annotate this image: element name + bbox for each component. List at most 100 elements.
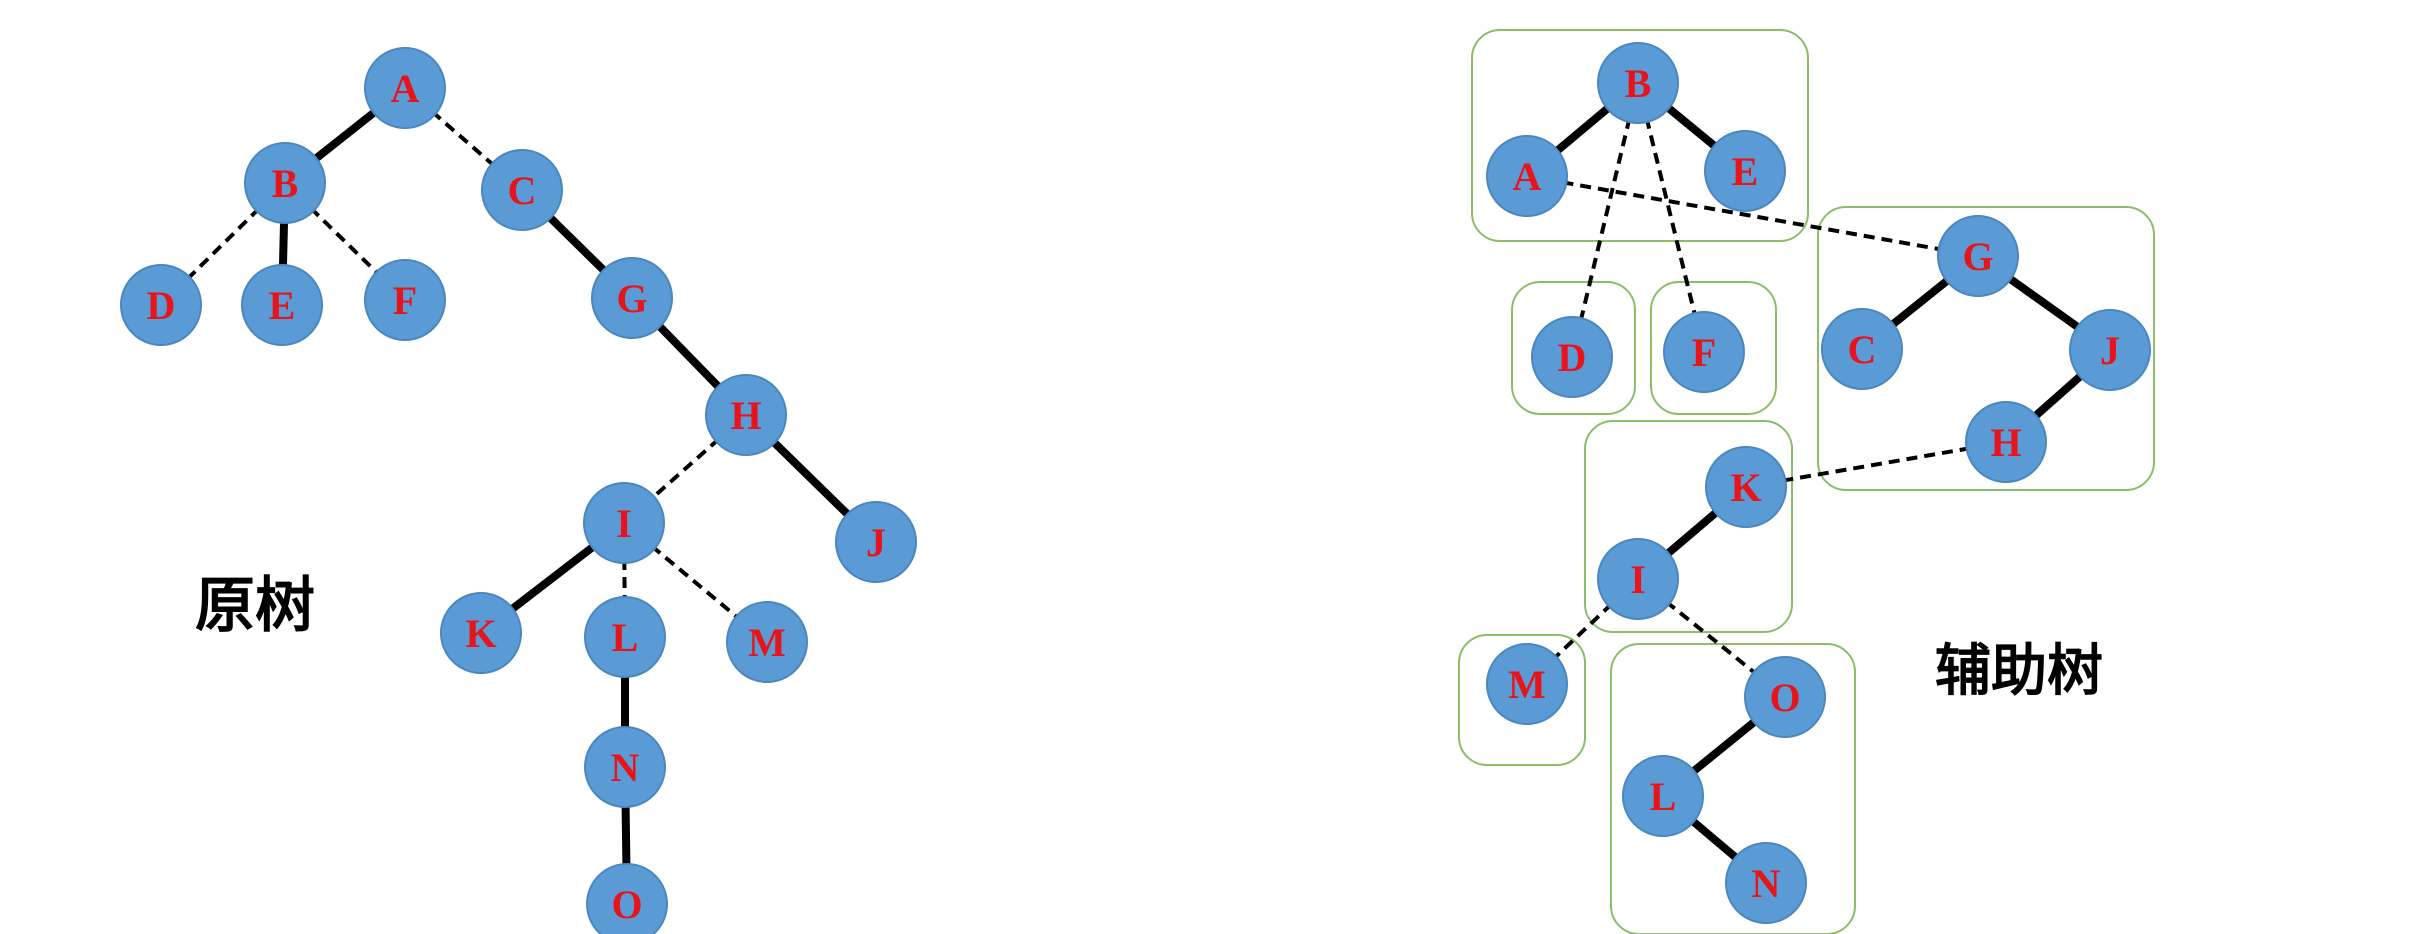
node-c: C <box>481 149 563 231</box>
node-label: B <box>1625 61 1652 106</box>
group-box-m <box>1458 634 1586 766</box>
node-circle <box>481 149 563 231</box>
group-box-d <box>1511 281 1636 415</box>
node-l: L <box>584 596 666 678</box>
node-d: D <box>120 264 202 346</box>
node-circle <box>1704 130 1786 212</box>
node-g: G <box>591 257 673 339</box>
node-label: C <box>508 168 537 213</box>
node-circle <box>584 726 666 808</box>
node-h: H <box>705 374 787 456</box>
node-k: K <box>1705 446 1787 528</box>
auxiliary-tree: B A E D F G C J H K I M O L N 辅助树 <box>1458 29 2155 934</box>
node-f: F <box>1663 311 1745 393</box>
node-n: N <box>584 726 666 808</box>
node-label: J <box>866 520 886 565</box>
node-circle <box>584 596 666 678</box>
node-circle <box>1622 755 1704 837</box>
node-circle <box>120 264 202 346</box>
node-circle <box>1486 135 1568 217</box>
node-label: H <box>1990 420 2021 465</box>
node-i: I <box>583 482 665 564</box>
node-label: E <box>1732 149 1759 194</box>
node-label: F <box>393 278 417 323</box>
node-circle <box>1821 308 1903 390</box>
node-l: L <box>1622 755 1704 837</box>
node-circle <box>1663 311 1745 393</box>
node-c: C <box>1821 308 1903 390</box>
node-circle <box>583 482 665 564</box>
original-tree-caption: 原树 <box>195 571 315 641</box>
original-tree-nodes: A B C D E F G H I J K L M N O <box>120 47 917 934</box>
node-circle <box>586 863 668 934</box>
node-circle <box>1725 842 1807 924</box>
node-circle <box>1531 316 1613 398</box>
node-j: J <box>835 501 917 583</box>
node-o: O <box>586 863 668 934</box>
node-label: I <box>616 501 632 546</box>
node-a: A <box>1486 135 1568 217</box>
node-circle <box>705 374 787 456</box>
node-label: O <box>611 882 642 927</box>
original-tree: A B C D E F G H I J K L M N O 原树 <box>120 47 917 934</box>
edge-i-o <box>1636 577 1787 699</box>
node-label: D <box>1558 335 1587 380</box>
node-m: M <box>726 601 808 683</box>
node-circle <box>726 601 808 683</box>
edge-i-m <box>622 521 769 644</box>
node-label: J <box>2100 328 2120 373</box>
node-circle <box>2069 309 2151 391</box>
node-b: B <box>1597 42 1679 124</box>
node-circle <box>835 501 917 583</box>
node-label: L <box>612 615 639 660</box>
node-circle <box>1937 215 2019 297</box>
edge-h-k <box>1745 440 2007 489</box>
node-a: A <box>364 47 446 129</box>
node-g: G <box>1937 215 2019 297</box>
node-label: I <box>1630 557 1646 602</box>
group-box-oln <box>1610 643 1856 934</box>
node-circle <box>364 47 446 129</box>
node-circle <box>591 257 673 339</box>
node-label: O <box>1769 675 1800 720</box>
auxiliary-tree-edges <box>1524 79 2113 887</box>
node-h: H <box>1965 401 2047 483</box>
node-label: A <box>1513 154 1542 199</box>
node-label: K <box>465 611 496 656</box>
node-label: L <box>1650 774 1677 819</box>
edge-b-d <box>1570 82 1640 358</box>
node-label: M <box>1508 662 1546 707</box>
node-label: H <box>730 393 761 438</box>
node-circle <box>1744 656 1826 738</box>
node-e: E <box>1704 130 1786 212</box>
edge-b-f <box>1636 82 1706 353</box>
node-e: E <box>241 264 323 346</box>
node-i: I <box>1597 538 1679 620</box>
node-label: B <box>272 161 299 206</box>
node-d: D <box>1531 316 1613 398</box>
node-circle <box>1486 643 1568 725</box>
group-box-ki <box>1584 420 1793 633</box>
node-label: C <box>1848 327 1877 372</box>
node-circle <box>241 264 323 346</box>
node-n: N <box>1725 842 1807 924</box>
node-label: E <box>269 283 296 328</box>
node-label: F <box>1692 330 1716 375</box>
node-j: J <box>2069 309 2151 391</box>
group-box-abe <box>1471 29 1809 242</box>
edge-a-g <box>1526 174 1979 258</box>
node-o: O <box>1744 656 1826 738</box>
node-label: A <box>391 66 420 111</box>
node-label: M <box>748 620 786 665</box>
node-label: D <box>147 283 176 328</box>
node-circle <box>1597 538 1679 620</box>
node-m: M <box>1486 643 1568 725</box>
auxiliary-tree-caption: 辅助树 <box>1935 639 2103 704</box>
node-circle <box>440 592 522 674</box>
group-box-cgjh <box>1817 206 2155 491</box>
node-circle <box>1597 42 1679 124</box>
auxiliary-tree-nodes: B A E D F G C J H K I M O L N <box>1486 42 2151 924</box>
node-label: N <box>611 745 640 790</box>
node-b: B <box>244 142 326 224</box>
